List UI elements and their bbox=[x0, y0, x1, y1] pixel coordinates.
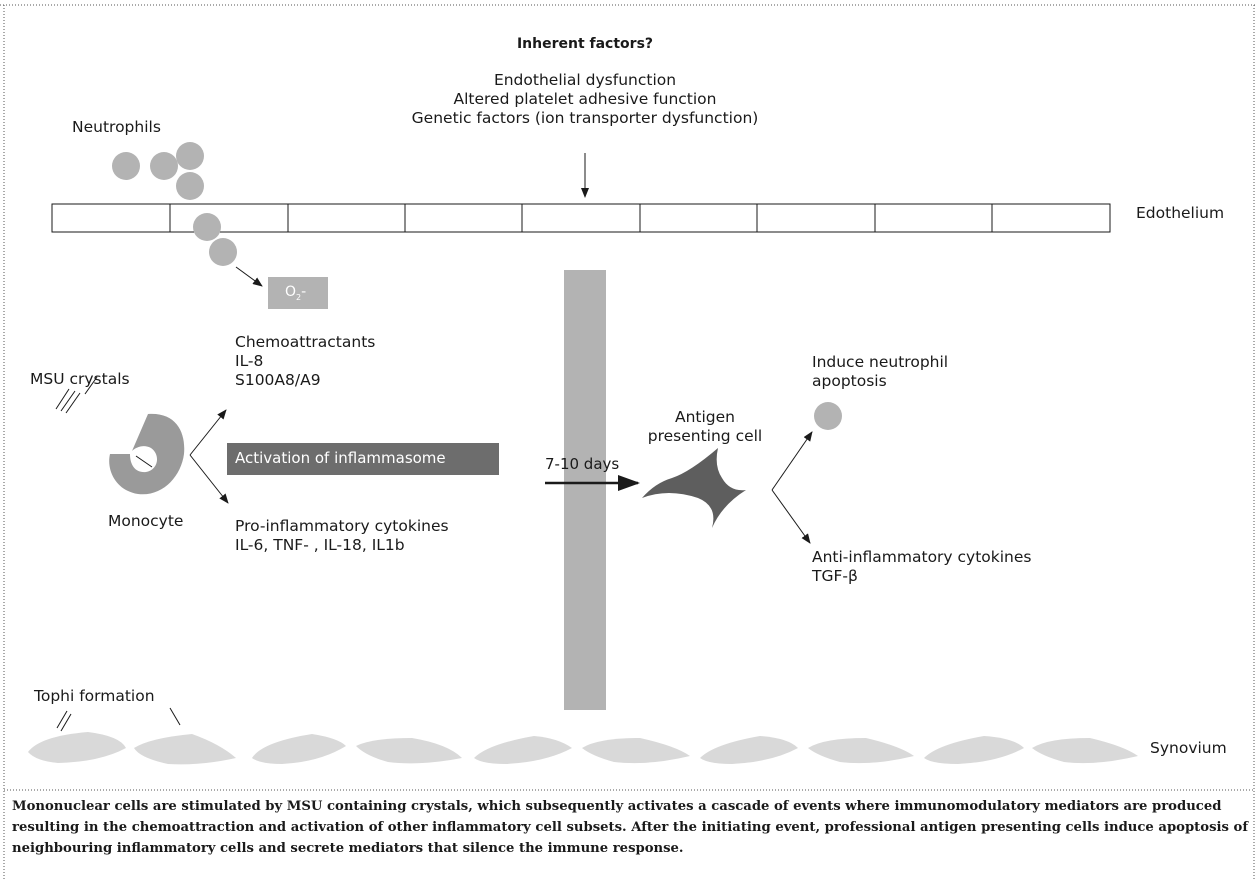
apoptosis-line-1: Induce neutrophil bbox=[812, 353, 949, 371]
activation-box bbox=[227, 443, 499, 475]
monocyte-cell bbox=[109, 413, 185, 495]
tophi-label: Tophi formation bbox=[34, 687, 155, 705]
time-barrier bbox=[564, 270, 606, 710]
superoxide-suffix: - bbox=[301, 284, 307, 300]
monocyte-label: Monocyte bbox=[108, 512, 184, 530]
chemo-line-1: Chemoattractants bbox=[235, 333, 376, 351]
synovium-label: Synovium bbox=[1150, 739, 1227, 757]
superoxide-o: O bbox=[285, 284, 297, 300]
superoxide-label: O2- bbox=[285, 283, 306, 307]
chemo-line-3: S100A8/A9 bbox=[235, 371, 321, 389]
apoptotic-neutrophil bbox=[814, 402, 842, 430]
neutrophils-label: Neutrophils bbox=[72, 118, 161, 136]
monocyte-crystal bbox=[135, 455, 153, 468]
msu-crystals-label: MSU crystals bbox=[30, 370, 130, 388]
cytokine-arrow bbox=[189, 454, 229, 504]
figure-caption: Mononuclear cells are stimulated by MSU … bbox=[12, 799, 1248, 856]
chemo-arrow bbox=[189, 409, 227, 456]
superoxide-sub: 2 bbox=[296, 292, 302, 302]
neutrophil-cells bbox=[112, 142, 237, 266]
apoptosis-line-2: apoptosis bbox=[812, 372, 887, 390]
endothelium-label: Edothelium bbox=[1136, 204, 1225, 222]
superoxide-arrow bbox=[235, 266, 263, 287]
days-label: 7-10 days bbox=[545, 455, 620, 473]
antiinflam-arrow bbox=[771, 489, 811, 544]
msu-crystal-marks bbox=[55, 376, 98, 414]
antiinflam-line-2: TGF-β bbox=[812, 567, 858, 585]
inherent-line-3: Genetic factors (ion transporter dysfunc… bbox=[411, 109, 759, 127]
proinflam-line-2: IL-6, TNF- , IL-18, IL1b bbox=[235, 536, 405, 554]
antiinflam-line-1: Anti-inflammatory cytokines bbox=[812, 548, 1032, 566]
antigen-presenting-cell bbox=[642, 448, 746, 528]
apc-line-2: presenting cell bbox=[647, 427, 763, 445]
inherent-line-2: Altered platelet adhesive function bbox=[453, 90, 717, 108]
chemo-line-2: IL-8 bbox=[235, 352, 264, 370]
inherent-factors-title: Inherent factors? bbox=[516, 36, 654, 52]
tophi-crystal-marks bbox=[56, 707, 181, 732]
synovium-layer bbox=[28, 732, 1138, 765]
apoptosis-arrow bbox=[771, 431, 813, 491]
inherent-line-1: Endothelial dysfunction bbox=[493, 71, 677, 89]
apc-line-1: Antigen bbox=[674, 408, 735, 426]
superoxide-box bbox=[268, 277, 328, 309]
endothelium-bar bbox=[51, 203, 1111, 233]
proinflam-line-1: Pro-inflammatory cytokines bbox=[235, 517, 449, 535]
activation-label: Activation of inflammasome bbox=[235, 449, 446, 467]
